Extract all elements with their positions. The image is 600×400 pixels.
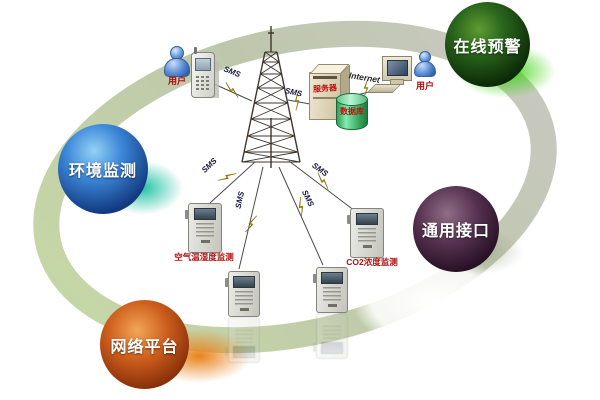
user-torso (414, 61, 436, 77)
sensor-screen (356, 213, 378, 225)
user-icon (414, 51, 436, 77)
sensor-screen (233, 346, 255, 358)
database-label: 数据库 (340, 107, 364, 116)
computer-screen (386, 60, 408, 76)
user-torso (164, 58, 190, 77)
sensor-keypad (235, 291, 253, 306)
user-right-label: 用户 (415, 81, 434, 91)
sensor-keypad (235, 328, 253, 343)
sensor-button (239, 308, 249, 311)
air-sensor-label: 空气温湿度监测 (174, 252, 234, 262)
sphere-env-monitoring-label: 环境监测 (68, 163, 137, 180)
sphere-online-warning: 在线预警 (445, 2, 530, 87)
co2-sensor-icon (347, 208, 384, 258)
database-icon: 数据库 (336, 93, 368, 130)
air-sensor-icon (185, 203, 222, 253)
sensor-keypad (323, 324, 341, 339)
sensor-button (200, 240, 210, 243)
ring-fade (352, 254, 512, 350)
sensor-keypad (323, 287, 341, 302)
user-icon (164, 46, 190, 77)
radio-tower-icon (241, 26, 301, 168)
mobile-phone-icon (191, 47, 215, 98)
sphere-network-platform-label: 网络平台 (110, 338, 179, 356)
lightning-icon (217, 167, 237, 187)
sensor-reflection (316, 313, 348, 359)
sphere-general-interface-label: 通用接口 (421, 223, 490, 240)
phone-keypad (196, 76, 199, 78)
sensor-keypad (358, 228, 376, 243)
sensor-screen (321, 342, 343, 354)
sensor-icon (225, 271, 260, 317)
sensor-screen (321, 272, 343, 284)
sphere-env-monitoring: 环境监测 (58, 124, 148, 214)
server-label: 服务器 (312, 83, 338, 94)
sphere-general-interface: 通用接口 (413, 186, 499, 272)
sphere-online-warning-label: 在线预警 (453, 38, 522, 56)
server-slot (313, 76, 337, 79)
sensor-screen (233, 276, 255, 288)
sensor-button (327, 304, 337, 307)
sensor-reflection (228, 317, 260, 363)
sensor-keypad (196, 223, 214, 238)
phone-shadow (212, 62, 219, 98)
server-icon: 服务器 (308, 63, 350, 122)
phone-screen (195, 58, 211, 71)
sensor-button (362, 245, 372, 248)
co2-sensor-label: CO2浓度监测 (346, 257, 398, 267)
sphere-network-platform: 网络平台 (100, 300, 189, 389)
user-left-label: 用户 (167, 76, 186, 86)
sensor-icon (313, 267, 348, 313)
sensor-screen (194, 208, 216, 220)
desktop-computer-icon (382, 56, 412, 81)
phone-antenna (194, 47, 197, 54)
server-slot (313, 97, 337, 99)
